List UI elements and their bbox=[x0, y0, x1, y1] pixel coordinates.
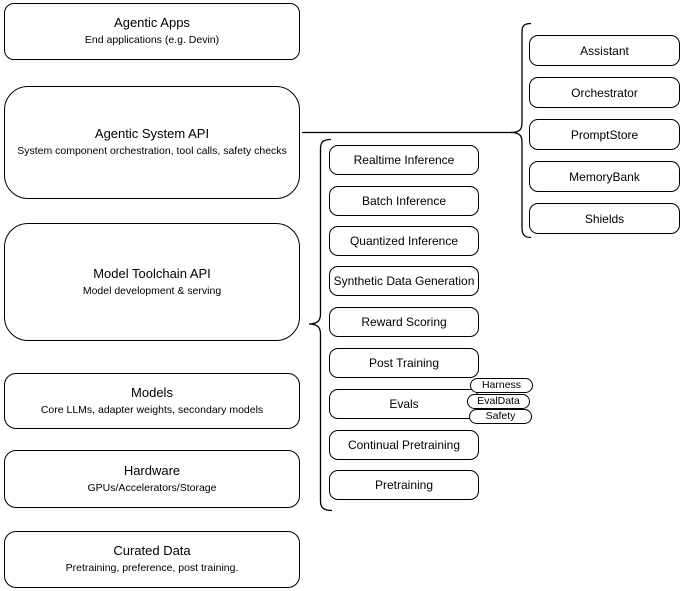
node-quantized-inference: Quantized Inference bbox=[329, 226, 479, 256]
node-orchestrator: Orchestrator bbox=[529, 77, 680, 108]
node-label: Post Training bbox=[368, 356, 440, 370]
pill-safety: Safety bbox=[469, 409, 532, 424]
pill-label: EvalData bbox=[477, 395, 520, 408]
node-label: Realtime Inference bbox=[353, 153, 455, 167]
node-pretraining: Pretraining bbox=[329, 470, 479, 500]
node-promptstore: PromptStore bbox=[529, 119, 680, 150]
node-synthetic-data-generation: Synthetic Data Generation bbox=[329, 266, 479, 296]
node-label: Quantized Inference bbox=[349, 234, 459, 248]
node-title: Curated Data bbox=[113, 543, 191, 559]
node-label: Evals bbox=[389, 397, 419, 411]
node-label: MemoryBank bbox=[569, 169, 640, 184]
node-title: Model Toolchain API bbox=[93, 265, 211, 281]
node-agentic-system-api: Agentic System API System component orch… bbox=[4, 86, 300, 199]
node-title: Models bbox=[131, 384, 173, 400]
node-agentic-apps: Agentic Apps End applications (e.g. Devi… bbox=[4, 3, 300, 60]
node-models: Models Core LLMs, adapter weights, secon… bbox=[4, 373, 300, 429]
pill-label: Harness bbox=[481, 379, 522, 392]
node-subtitle: Model development & serving bbox=[82, 284, 222, 297]
node-title: Hardware bbox=[123, 462, 181, 478]
node-evals: Evals bbox=[329, 389, 479, 419]
brace-right-column bbox=[510, 22, 532, 239]
node-assistant: Assistant bbox=[529, 35, 680, 66]
node-subtitle: End applications (e.g. Devin) bbox=[84, 34, 220, 47]
node-memorybank: MemoryBank bbox=[529, 161, 680, 192]
node-continual-pretraining: Continual Pretraining bbox=[329, 430, 479, 460]
node-label: Synthetic Data Generation bbox=[333, 274, 475, 288]
node-hardware: Hardware GPUs/Accelerators/Storage bbox=[4, 450, 300, 508]
node-model-toolchain-api: Model Toolchain API Model development & … bbox=[4, 223, 300, 341]
node-curated-data: Curated Data Pretraining, preference, po… bbox=[4, 531, 300, 588]
node-label: Batch Inference bbox=[361, 194, 447, 208]
node-subtitle: Pretraining, preference, post training. bbox=[65, 562, 239, 575]
node-batch-inference: Batch Inference bbox=[329, 186, 479, 216]
pill-harness: Harness bbox=[470, 378, 533, 393]
node-label: Continual Pretraining bbox=[347, 438, 461, 452]
node-subtitle: GPUs/Accelerators/Storage bbox=[87, 481, 217, 494]
node-realtime-inference: Realtime Inference bbox=[329, 145, 479, 175]
node-label: PromptStore bbox=[570, 127, 639, 142]
node-label: Reward Scoring bbox=[361, 315, 447, 329]
node-title: Agentic System API bbox=[94, 126, 210, 142]
node-label: Pretraining bbox=[374, 478, 434, 492]
node-subtitle: System component orchestration, tool cal… bbox=[17, 145, 287, 158]
node-label: Orchestrator bbox=[571, 85, 638, 100]
node-title: Agentic Apps bbox=[114, 15, 190, 31]
pill-label: Safety bbox=[485, 410, 516, 423]
node-label: Assistant bbox=[580, 43, 629, 58]
node-subtitle: Core LLMs, adapter weights, secondary mo… bbox=[40, 403, 264, 416]
node-post-training: Post Training bbox=[329, 348, 479, 378]
node-shields: Shields bbox=[529, 203, 680, 234]
pill-evaldata: EvalData bbox=[467, 394, 530, 409]
node-label: Shields bbox=[584, 211, 625, 226]
node-reward-scoring: Reward Scoring bbox=[329, 307, 479, 337]
